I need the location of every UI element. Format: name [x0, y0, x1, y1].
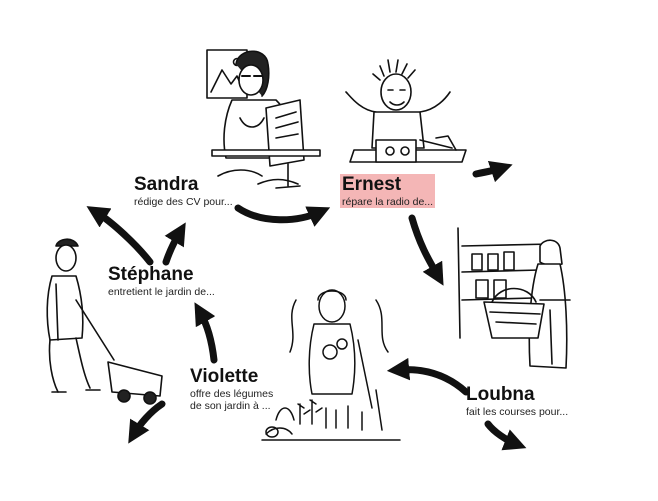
man-mowing-lawn-illustration — [46, 238, 163, 405]
person-action: entretient le jardin de... — [108, 285, 215, 298]
arrow-ernest-to-loubna — [408, 214, 444, 286]
person-name: Stéphane — [108, 264, 194, 285]
label-violette: Violette offre des légumes de son jardin… — [190, 366, 273, 412]
label-loubna: Loubna fait les courses pour... — [466, 384, 568, 418]
person-action-line1: offre des légumes — [190, 387, 274, 400]
label-ernest: Ernest répare la radio de... — [340, 174, 436, 208]
person-name: Sandra — [134, 174, 199, 195]
person-name: Violette — [190, 366, 259, 387]
woman-shopping-illustration — [457, 227, 571, 369]
person-name: Loubna — [466, 384, 535, 405]
arrow-sandra-to-ernest — [234, 204, 331, 227]
arrow-stephane-out — [86, 206, 154, 266]
arrow-violette-to-stephane — [194, 302, 218, 364]
woman-at-computer-illustration — [206, 49, 321, 189]
arrow-loubna-to-violette — [386, 357, 470, 396]
woman-in-garden-illustration — [261, 289, 401, 441]
arrow-ernest-out — [472, 160, 513, 183]
person-action: répare la radio de... — [340, 195, 436, 208]
person-action: rédige des CV pour... — [134, 195, 233, 208]
label-sandra: Sandra rédige des CV pour... — [134, 174, 233, 208]
arrow-loubna-out — [484, 420, 527, 451]
arrow-stephane-to-sandra — [162, 222, 186, 266]
man-repairing-radio-illustration — [345, 59, 467, 163]
person-action-line2: de son jardin à ... — [190, 399, 271, 412]
arrow-violette-out — [128, 400, 166, 444]
flow-arrows — [86, 160, 527, 451]
person-action: fait les courses pour... — [466, 405, 569, 418]
label-stephane: Stéphane entretient le jardin de... — [108, 264, 215, 298]
person-name: Ernest — [340, 174, 436, 196]
